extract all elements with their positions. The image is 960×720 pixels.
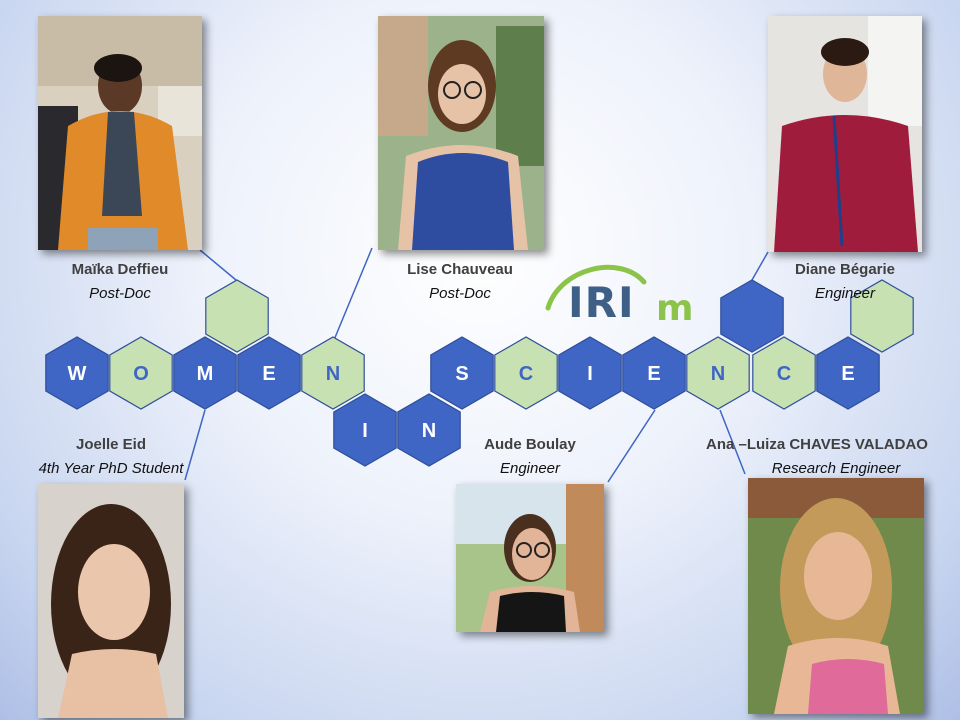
hexagon-group: W O M E N I N S C I E N C E [45,279,914,467]
person-name: Joelle Eid [75,436,147,453]
person-role: Post-Doc [429,285,491,302]
hexagon [622,336,686,410]
hexagon-letter: S [455,363,468,385]
hexagon [301,336,365,410]
connector-ana [719,409,746,475]
hexagon [237,336,301,410]
person-name: Aude Boulay [484,436,576,453]
hexagon-letter: N [711,363,725,385]
connector-lines [184,247,769,483]
hexagon-letter: I [362,420,368,442]
hexagon-letter: C [519,363,533,385]
connector-lise [333,247,373,341]
photo-ana-luiza-chaves-valadao [748,478,924,714]
photo-diane-begarie [768,16,922,252]
hexagon [173,336,237,410]
hexagon-letter: N [326,363,340,385]
hexagon [850,279,914,353]
person-role: Engineer [814,285,876,302]
hexagon-letter: I [587,363,593,385]
connector-joelle [184,409,206,481]
logo-suffix: m [656,288,694,329]
connector-maika [199,249,237,281]
hexagon-letter: O [133,363,149,385]
connector-aude [607,409,656,483]
hexagon [430,336,494,410]
person-name: Maïka Deffieu [71,261,169,278]
hexagon-letter: C [777,363,791,385]
person-name: Lise Chauveau [407,261,513,278]
photo-maika-deffieu [38,16,202,250]
logo-text: IRI [568,278,635,327]
person-name: Diane Bégarie [794,261,896,278]
photo-lise-chauveau [378,16,544,250]
hexagon [752,336,816,410]
hexagon [397,393,461,467]
hexagon-letter: E [841,363,854,385]
person-role: Post-Doc [89,285,151,302]
hexagon-letter: W [68,363,87,385]
logo-swoosh [545,264,647,311]
hexagon [720,279,784,353]
person-role: 4th Year PhD Student [38,460,184,477]
person-name: Ana –Luiza CHAVES VALADAO [706,436,928,453]
hexagon [816,336,880,410]
hexagon-letter: E [647,363,660,385]
hexagon [205,279,269,353]
hexagon [109,336,173,410]
hexagon [494,336,558,410]
hexagon-letter: N [422,420,436,442]
hexagon-letter: M [197,363,214,385]
photo-joelle-eid [38,484,184,718]
hexagon [558,336,622,410]
connector-diane [751,251,769,281]
hexagon [686,336,750,410]
person-role: Engineer [499,460,561,477]
photo-aude-boulay [456,484,604,632]
hexagon [333,393,397,467]
hexagon-letter: E [262,363,275,385]
hexagon [45,336,109,410]
person-role: Research Engineer [771,460,901,477]
